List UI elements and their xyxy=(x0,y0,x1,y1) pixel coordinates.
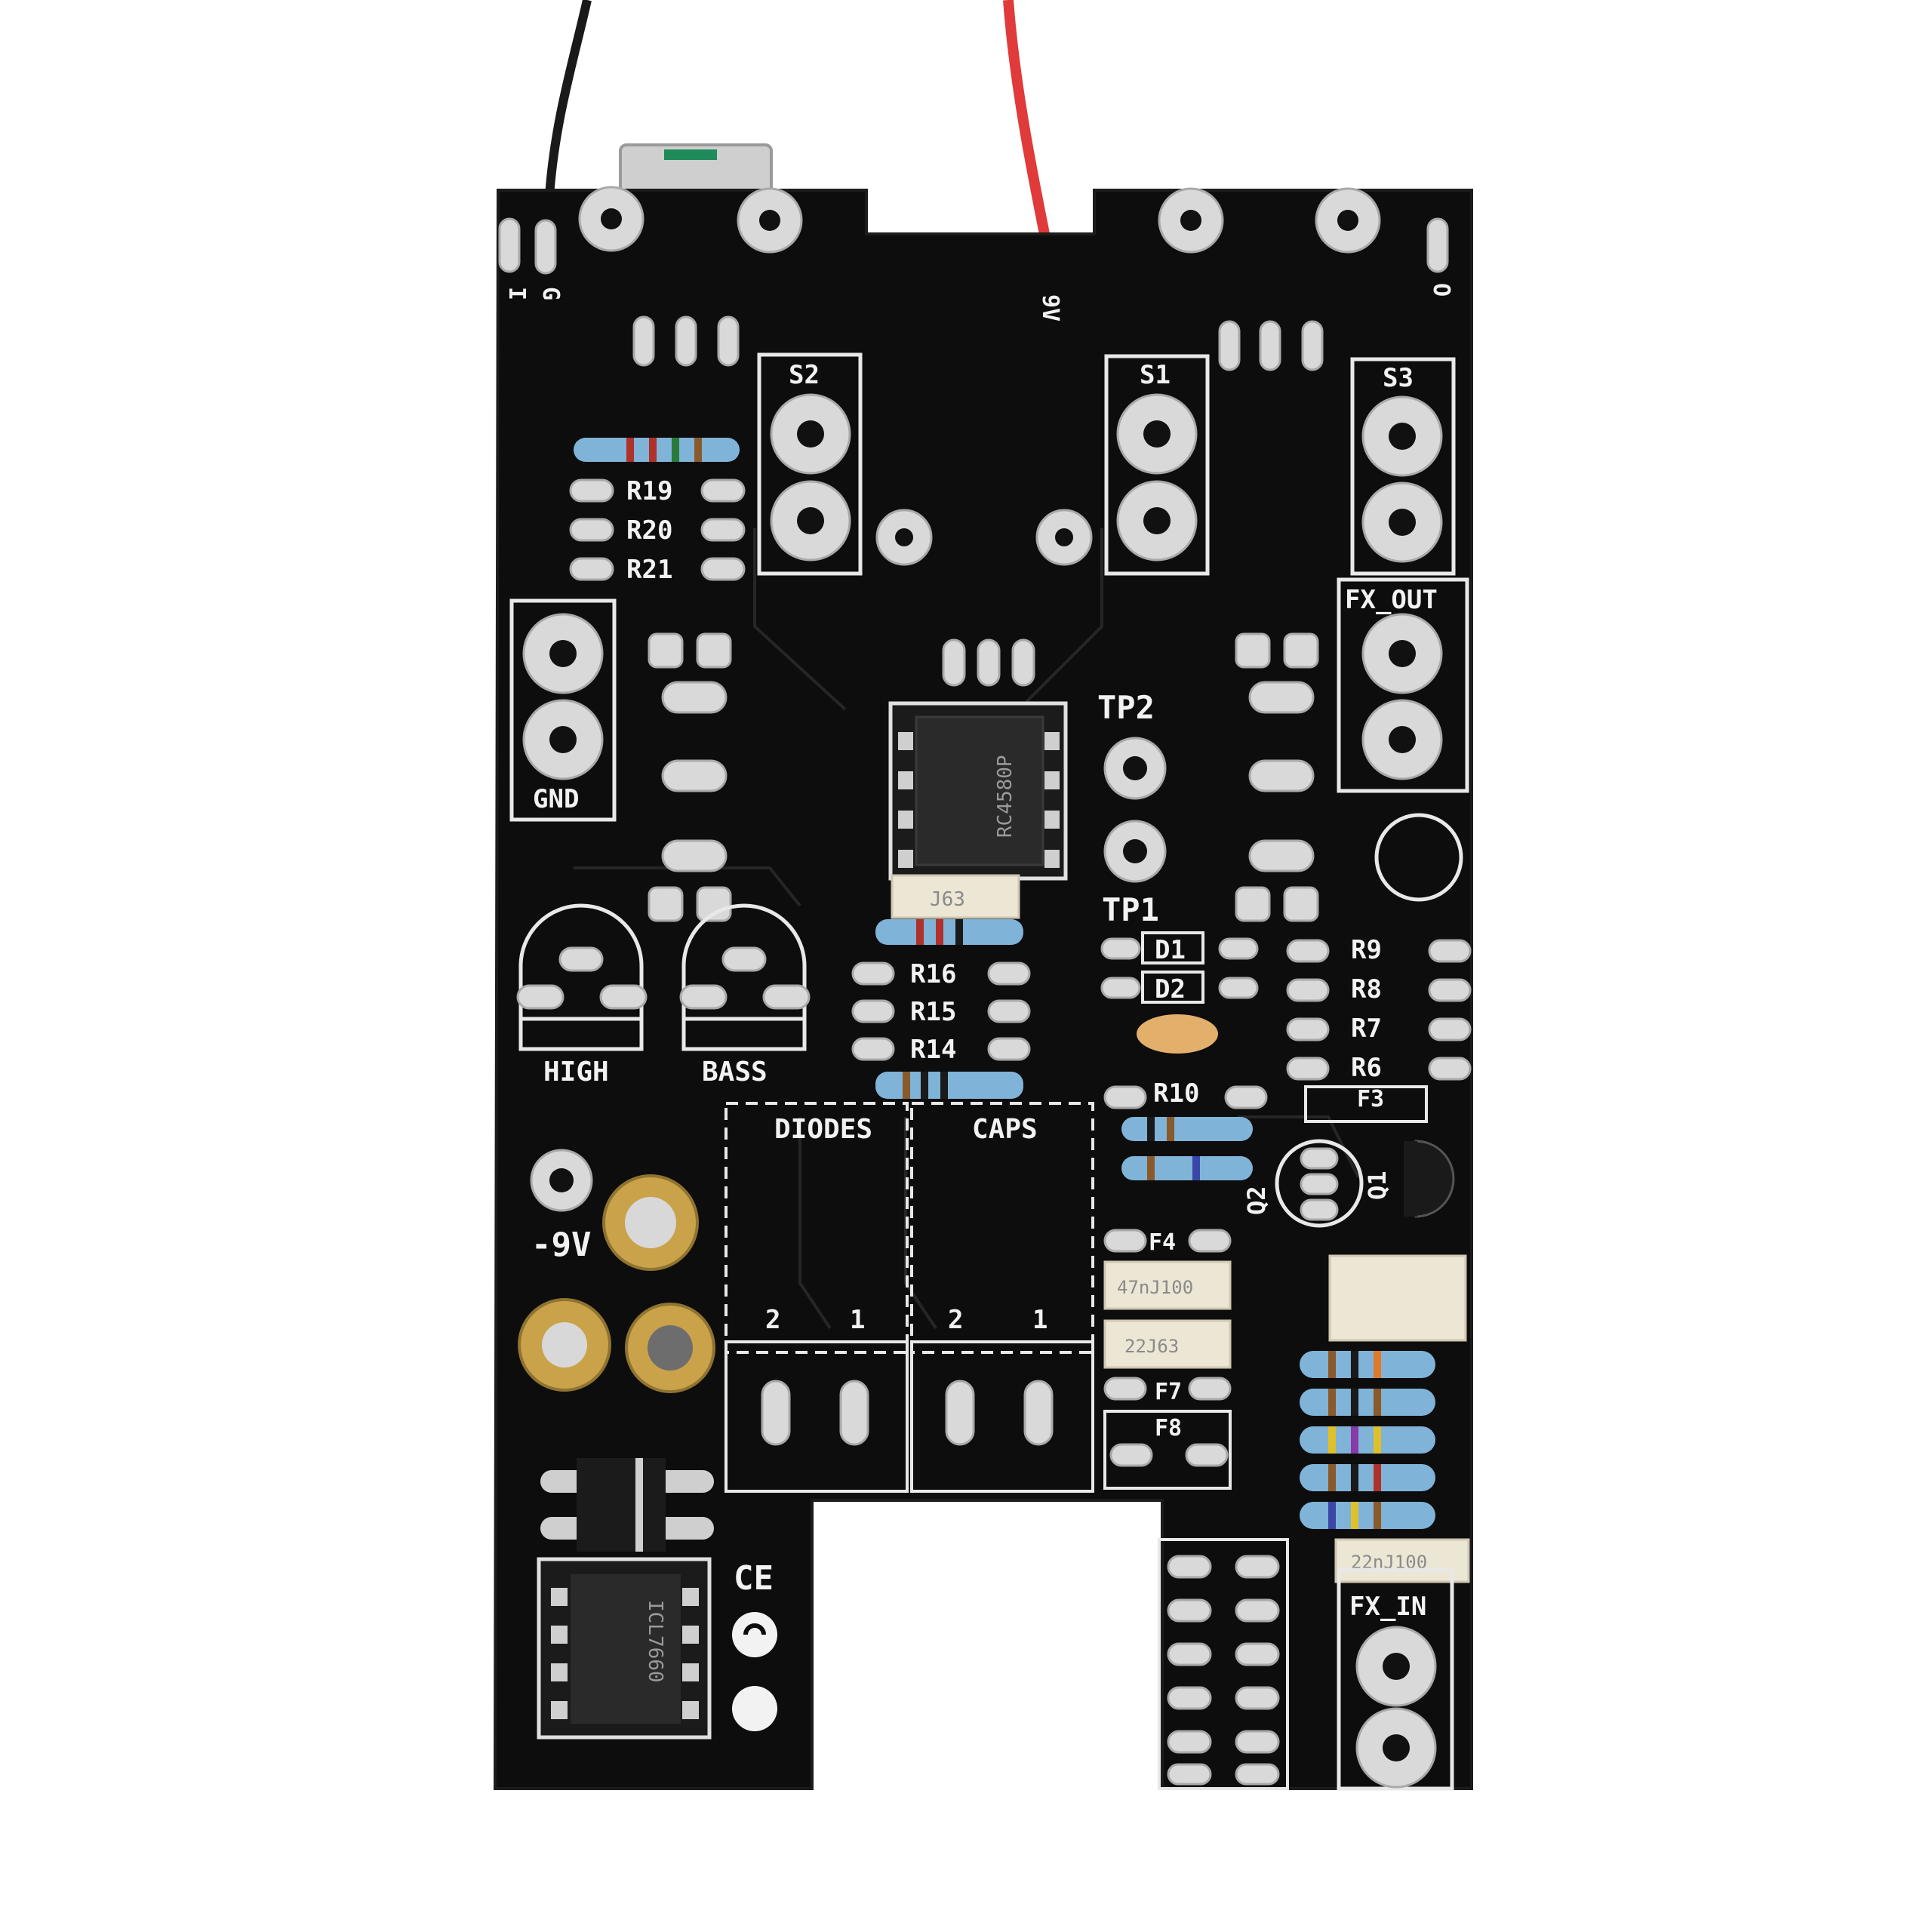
gnd-footprint: GND xyxy=(509,598,617,822)
tp1-test-point: TP1 xyxy=(1102,820,1167,928)
resistor-group-r10: R10 xyxy=(1103,1078,1268,1180)
diodes-d1-d2: D1 D2 xyxy=(1100,931,1259,1004)
bass-pot-footprint: BASS xyxy=(679,903,811,1088)
svg-text:F3: F3 xyxy=(1357,1086,1384,1112)
svg-text:R20: R20 xyxy=(626,515,672,546)
svg-text:R7: R7 xyxy=(1351,1014,1382,1044)
svg-text:GND: GND xyxy=(533,784,579,814)
svg-text:CAPS: CAPS xyxy=(972,1114,1038,1145)
electrolytic-capacitors xyxy=(518,1174,715,1393)
ce-mark: CE xyxy=(734,1559,774,1598)
svg-text:F7: F7 xyxy=(1155,1379,1182,1405)
s2-footprint: S2 xyxy=(757,352,863,576)
middle-lugs xyxy=(875,509,1093,566)
diodes-socket-area: DIODES 2 1 xyxy=(724,1102,909,1493)
film-cap-top: J63 xyxy=(891,874,1020,919)
red-wire xyxy=(1003,0,1054,258)
right-pot-pads xyxy=(1235,632,1319,922)
svg-text:Q2: Q2 xyxy=(1242,1186,1271,1215)
ceramic-capacitor xyxy=(1137,1014,1218,1054)
svg-text:FX_IN: FX_IN xyxy=(1349,1592,1426,1622)
nine-v-label: 9V xyxy=(1037,294,1063,321)
edge-o-pad: O xyxy=(1426,217,1454,297)
svg-text:R21: R21 xyxy=(626,555,672,585)
f8-footprint: F8 xyxy=(1103,1410,1232,1490)
svg-text:D1: D1 xyxy=(1155,935,1186,965)
fx-out-footprint: FX_OUT xyxy=(1337,577,1469,793)
op-amp-chip-top: RC4580P xyxy=(888,701,1068,881)
svg-text:TP2: TP2 xyxy=(1097,689,1155,726)
small-cap-outline xyxy=(1374,813,1463,902)
svg-text:1: 1 xyxy=(850,1305,865,1335)
svg-text:2: 2 xyxy=(948,1305,963,1335)
svg-text:RC4580P: RC4580P xyxy=(994,755,1017,838)
film-cap-fx-in: 22nJ100 xyxy=(1334,1538,1470,1583)
recycling-icon xyxy=(732,1612,777,1657)
svg-text:ICL7660: ICL7660 xyxy=(644,1600,666,1683)
transistor-q2: Q2 xyxy=(1242,1139,1364,1228)
svg-text:HIGH: HIGH xyxy=(543,1057,609,1088)
svg-text:1: 1 xyxy=(1032,1305,1048,1335)
svg-text:DIODES: DIODES xyxy=(774,1114,872,1145)
resistor-stack-right xyxy=(1300,1351,1435,1529)
top-three-pads xyxy=(942,638,1035,687)
film-caps-f4-f7: F4 47nJ100 22J63 F7 xyxy=(1103,1229,1232,1405)
rectifier-diodes xyxy=(540,1458,714,1552)
svg-text:R16: R16 xyxy=(910,959,956,989)
svg-text:FX_OUT: FX_OUT xyxy=(1345,585,1438,615)
pin-header-pads xyxy=(1158,1538,1289,1790)
edge-g-pad: G xyxy=(534,219,564,300)
svg-text:R6: R6 xyxy=(1351,1053,1382,1083)
svg-text:R10: R10 xyxy=(1153,1078,1199,1109)
svg-text:BASS: BASS xyxy=(702,1057,768,1088)
top-lugs xyxy=(578,186,1381,254)
top-right-triple-pads xyxy=(1218,320,1324,371)
svg-text:R15: R15 xyxy=(910,997,956,1027)
svg-text:47nJ100: 47nJ100 xyxy=(1117,1277,1193,1298)
svg-text:2: 2 xyxy=(765,1305,780,1335)
high-pot-footprint: HIGH xyxy=(516,903,648,1088)
svg-text:TP1: TP1 xyxy=(1102,891,1159,928)
resistor-group-r6-r9: R9 R8 R7 R6 F3 xyxy=(1286,935,1472,1123)
svg-text:22J63: 22J63 xyxy=(1124,1336,1179,1357)
svg-text:F4: F4 xyxy=(1149,1229,1176,1256)
svg-text:R14: R14 xyxy=(910,1035,956,1065)
svg-text:R9: R9 xyxy=(1351,935,1382,965)
svg-text:-9V: -9V xyxy=(531,1226,591,1264)
top-left-triple-pads xyxy=(632,315,740,367)
svg-text:I: I xyxy=(503,287,530,300)
edge-i-pad: I xyxy=(498,217,530,300)
svg-text:Q1: Q1 xyxy=(1363,1171,1392,1200)
s3-footprint: S3 xyxy=(1350,357,1456,576)
tp2-test-point: TP2 xyxy=(1097,689,1167,800)
resistor-group-r14-r16: R16 R15 R14 xyxy=(851,919,1031,1099)
rohs-logo-icon xyxy=(732,1686,777,1731)
fx-in-footprint: FX_IN xyxy=(1337,1567,1454,1791)
svg-text:O: O xyxy=(1428,283,1454,297)
svg-text:S3: S3 xyxy=(1383,363,1414,393)
left-pot-pads xyxy=(648,632,732,922)
svg-text:D2: D2 xyxy=(1155,974,1186,1004)
svg-text:S1: S1 xyxy=(1140,360,1171,390)
s1-footprint: S1 xyxy=(1104,354,1210,576)
svg-text:S2: S2 xyxy=(789,360,820,390)
svg-text:J63: J63 xyxy=(930,888,965,911)
svg-text:G: G xyxy=(537,287,564,300)
caps-socket-area: CAPS 2 1 xyxy=(910,1102,1094,1493)
svg-text:R8: R8 xyxy=(1351,974,1382,1004)
transistor-q1: Q1 xyxy=(1363,1140,1455,1218)
black-wire xyxy=(540,0,592,242)
svg-text:R19: R19 xyxy=(626,476,672,506)
neg-9v-pad: -9V xyxy=(530,1149,593,1264)
film-cap-large xyxy=(1328,1254,1467,1342)
resistor-group-r19-r21: R19 R20 R21 xyxy=(569,438,746,585)
charge-pump-chip-bottom: ICL7660 xyxy=(537,1557,712,1740)
svg-text:F8: F8 xyxy=(1155,1415,1182,1441)
